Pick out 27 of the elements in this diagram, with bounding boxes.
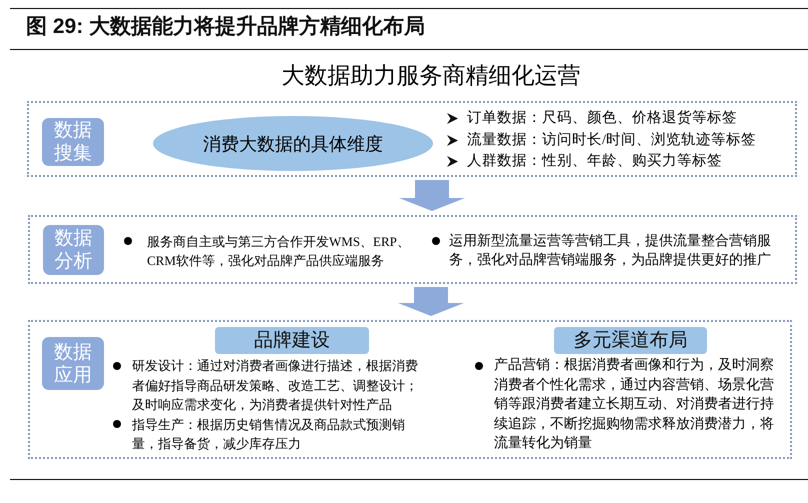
- bullet-text: 运用新型流量运营等营销工具，提供流量整合营销服务，强化对品牌营销端服务，为品牌提供更好的推广: [449, 232, 772, 270]
- bullet-text: 人群数据：性别、年龄、购买力等标签: [467, 152, 722, 171]
- heading-text: 品牌建设: [254, 328, 330, 352]
- dotted-frame: [28, 320, 792, 459]
- dotted-frame: [28, 215, 797, 284]
- bullet-text: 流量数据：访问时长/时间、浏览轨迹等标签: [467, 130, 756, 150]
- ellipse-label: 消费大数据的具体维度: [203, 132, 383, 156]
- bullet-text: 研发设计：通过对消费者画像进行描述，根据消费者偏好指导商品研发策略、改造工艺、调整设计；及时响应需求变化，为消费者提供针对性产品: [132, 357, 419, 414]
- heading-banner: [554, 327, 707, 354]
- category-label: 数据搜集: [54, 119, 92, 165]
- figure-title: 图 29: 大数据能力将提升品牌方精细化布局: [26, 14, 426, 40]
- bullet-text: 订单数据：尺码、颜色、价格退货等标签: [467, 109, 737, 128]
- diagram-heading: 大数据助力服务商精细化运营: [282, 62, 580, 90]
- bullet-text: 产品营销：根据消费者画像和行为，及时洞察消费者个性化需求，通过内容营销、场景化营销等跟消费者建立长期互动、对消费者进行持续追踪，不断挖掘购物需求释放消费潜力，将流量转化为销量: [494, 356, 775, 453]
- block-arrow: [398, 287, 464, 316]
- heading-banner: [215, 327, 369, 354]
- ellipse-banner: [153, 116, 433, 171]
- bullet-text: 服务商自主或与第三方合作开发WMS、ERP、CRM软件等，强化对品牌产品供应端服务: [147, 232, 411, 270]
- heading-text: 多元渠道布局: [574, 328, 688, 352]
- dotted-frame: [27, 101, 797, 177]
- category-tile: [42, 118, 104, 166]
- category-tile: [42, 337, 104, 390]
- bullet-text: 指导生产：根据历史销售情况及商品款式预测销量，指导备货，减少库存压力: [132, 416, 406, 453]
- category-tile: [43, 225, 104, 275]
- category-label: 数据应用: [54, 340, 92, 386]
- block-arrow: [399, 180, 465, 211]
- category-label: 数据分析: [54, 227, 93, 273]
